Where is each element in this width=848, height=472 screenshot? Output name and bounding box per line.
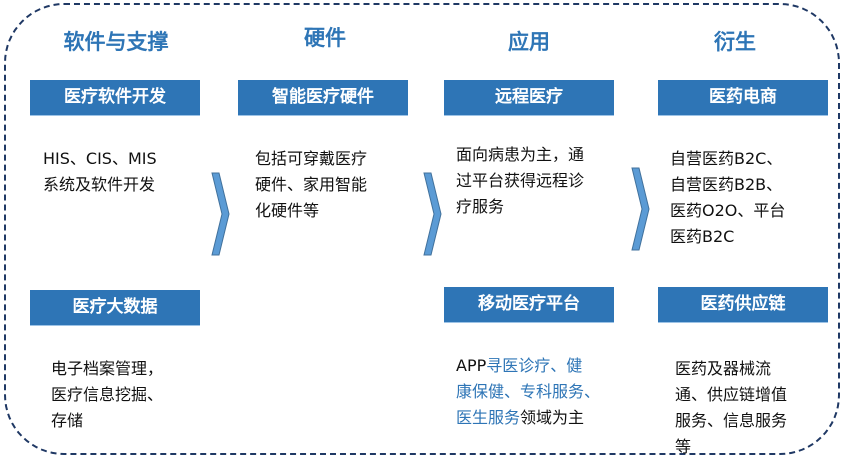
- desc-line: 服务、信息服务: [675, 411, 788, 430]
- dashed-frame: [4, 3, 840, 455]
- desc-medical-big-data: 电子档案管理， 医疗信息挖掘、 存储: [51, 356, 163, 434]
- desc-line: 医生服务领域为主: [456, 408, 585, 427]
- desc-line: 康保健、专科服务、: [456, 382, 601, 401]
- box-mobile-health-platform: 移动医疗平台: [444, 287, 614, 323]
- desc-line: 自营医药B2C、: [670, 149, 783, 168]
- chevron-right-icon: [631, 167, 650, 251]
- box-telemedicine: 远程医疗: [444, 80, 614, 116]
- desc-telemedicine: 面向病患为主，通 过平台获得远程诊 疗服务: [456, 142, 584, 220]
- desc-smart-hardware: 包括可穿戴医疗 硬件、家用智能 化硬件等: [255, 146, 367, 224]
- desc-line: 医药O2O、平台: [670, 201, 786, 220]
- desc-line: 化硬件等: [255, 201, 320, 220]
- desc-line: 自营医药B2B、: [670, 175, 783, 194]
- desc-line: 等: [675, 437, 692, 456]
- box-pharma-ecommerce: 医药电商: [658, 80, 828, 116]
- desc-pharma-ecommerce: 自营医药B2C、 自营医药B2B、 医药O2O、平台 医药B2C: [670, 146, 785, 250]
- desc-line: 系统及软件开发: [43, 175, 156, 194]
- desc-line: 存储: [51, 411, 84, 430]
- desc-line: 包括可穿戴医疗: [255, 149, 368, 168]
- box-smart-hardware: 智能医疗硬件: [238, 80, 408, 116]
- column-title-software: 软件与支撑: [63, 30, 169, 54]
- column-title-derivative: 衍生: [714, 30, 756, 54]
- desc-line: 疗服务: [456, 197, 505, 216]
- column-title-application: 应用: [508, 30, 550, 54]
- box-medical-big-data: 医疗大数据: [30, 290, 200, 326]
- box-medical-software: 医疗软件开发: [30, 80, 200, 116]
- box-pharma-supply-chain: 医药供应链: [658, 287, 828, 323]
- chevron-right-icon: [423, 172, 442, 256]
- desc-medical-software: HIS、CIS、MIS 系统及软件开发: [43, 146, 157, 198]
- desc-line: 通、供应链增值: [675, 385, 788, 404]
- chevron-right-icon: [211, 172, 230, 256]
- column-title-hardware: 硬件: [304, 26, 346, 50]
- desc-mobile-health-platform: APP寻医诊疗、健 康保健、专科服务、 医生服务领域为主: [456, 353, 600, 431]
- desc-line: 过平台获得远程诊: [456, 171, 585, 190]
- desc-line: APP寻医诊疗、健: [456, 356, 583, 375]
- desc-line: HIS、CIS、MIS: [43, 149, 157, 168]
- desc-line: 面向病患为主，通: [456, 145, 585, 164]
- desc-line: 医疗信息挖掘、: [51, 385, 164, 404]
- desc-line: 医药B2C: [670, 227, 735, 246]
- desc-pharma-supply-chain: 医药及器械流 通、供应链增值 服务、信息服务 等: [675, 356, 787, 460]
- desc-line: 硬件、家用智能: [255, 175, 368, 194]
- desc-line: 电子档案管理，: [51, 359, 164, 378]
- desc-line: 医药及器械流: [675, 359, 772, 378]
